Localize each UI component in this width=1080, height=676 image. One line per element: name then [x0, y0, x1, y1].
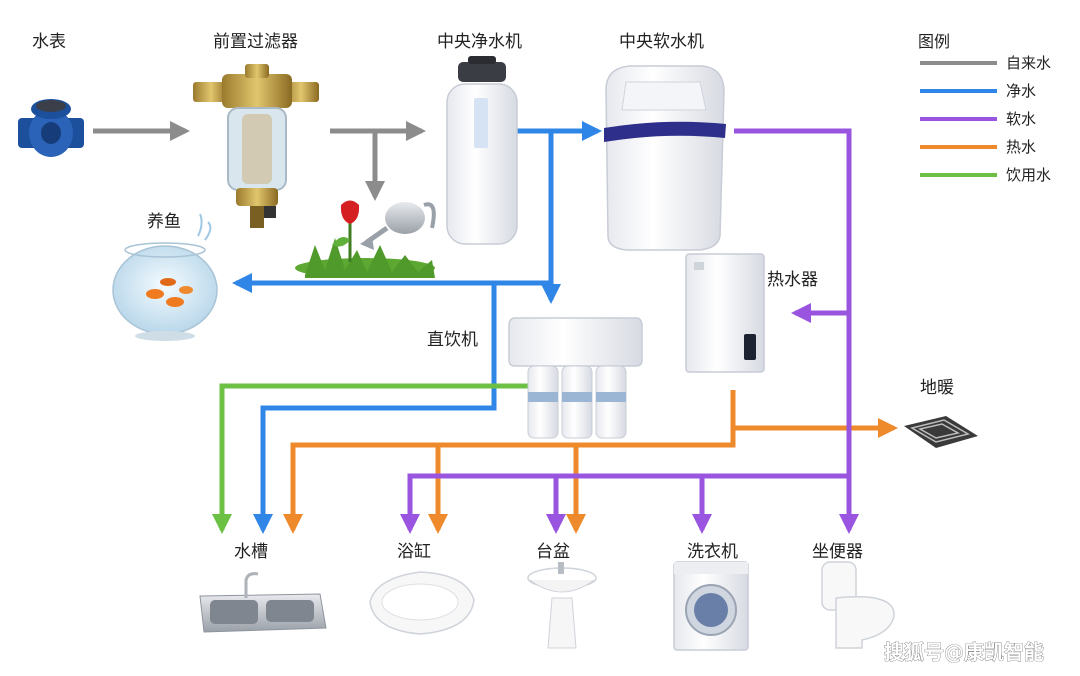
label-direct-drink: 直饮机 [427, 330, 478, 350]
toilet-icon [821, 561, 895, 649]
legend-label: 自来水 [1006, 54, 1051, 72]
legend-item: 自来水 [920, 54, 1051, 72]
sink-icon [199, 572, 327, 633]
label-water-heater: 热水器 [767, 270, 818, 290]
label-bathtub: 浴缸 [397, 541, 431, 562]
pipe-tap-water [93, 121, 426, 201]
label-washing-machine: 洗衣机 [687, 542, 738, 562]
water-heater-icon [685, 253, 765, 373]
legend-item: 饮用水 [920, 166, 1051, 184]
watermark: 搜狐号@康凯智能 [884, 640, 1044, 664]
label-pre-filter: 前置过滤器 [213, 32, 298, 52]
label-sink: 水槽 [234, 542, 268, 562]
label-basin: 台盆 [536, 542, 570, 562]
label-water-meter: 水表 [32, 32, 66, 52]
legend-label: 软水 [1006, 110, 1036, 128]
label-central-purifier: 中央净水机 [437, 32, 522, 52]
basin-icon [527, 562, 597, 649]
legend-item: 软水 [920, 110, 1036, 128]
bathtub-icon [369, 571, 475, 635]
legend-item: 净水 [920, 82, 1036, 100]
fish-tank-icon [112, 213, 218, 341]
label-central-softener: 中央软水机 [619, 32, 704, 52]
label-fish-tank: 养鱼 [147, 212, 181, 232]
direct-drink-machine-icon [508, 317, 643, 439]
pipe-pure-water [232, 121, 602, 534]
floor-heating-icon [904, 416, 978, 448]
legend-item: 热水 [920, 138, 1036, 156]
central-purifier-icon [446, 56, 518, 245]
water-meter-icon [18, 99, 84, 157]
legend-label: 净水 [1006, 82, 1036, 100]
washing-machine-icon [673, 561, 749, 651]
pipe-soft-water [400, 128, 859, 534]
pipe-drinking-water [212, 383, 530, 534]
pre-filter-icon [193, 64, 319, 228]
label-toilet: 坐便器 [812, 542, 863, 562]
garden-watering-icon [295, 200, 436, 278]
legend-label: 饮用水 [1006, 166, 1051, 184]
label-floor-heating: 地暖 [920, 378, 954, 398]
legend-title: 图例 [918, 32, 950, 51]
pipe-hot-water [283, 390, 898, 534]
central-softener-icon [604, 65, 726, 251]
legend-label: 热水 [1006, 138, 1036, 156]
legend: 图例 自来水 净水 软水 热水 饮用水 [918, 32, 1051, 184]
